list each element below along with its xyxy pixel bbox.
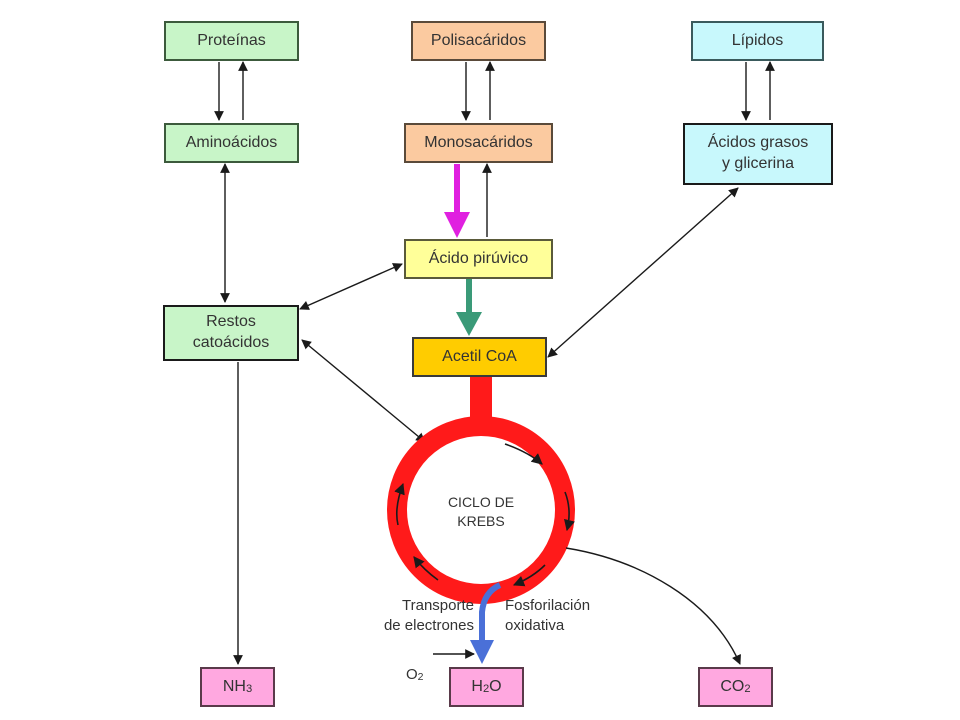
magenta-arrow (444, 164, 470, 238)
o2-label: O2 (406, 666, 424, 684)
box-restos-label: Restos catoácidos (192, 313, 270, 351)
box-acidos-grasos-label: Ácidos grasos y glicerina (707, 134, 809, 172)
box-acido-piruvico-label: Ácido pirúvico (428, 249, 529, 267)
box-lipidos-label: Lípidos (731, 31, 784, 49)
blue-arrow (470, 582, 502, 664)
teal-arrow (456, 279, 482, 336)
arrow-acidos-grasos-acetil (547, 187, 739, 358)
cycle-arrow-top (504, 443, 543, 465)
arrow-restos-piruvico (299, 263, 403, 310)
box-nh3: NH3 (200, 667, 275, 707)
box-aminoacidos: Aminoácidos (164, 123, 299, 163)
box-monosacaridos: Monosacáridos (404, 123, 553, 163)
arrow-cycle-to-co2 (565, 547, 741, 665)
cycle-arrow-right (564, 491, 575, 532)
box-acido-piruvico: Ácido pirúvico (404, 239, 553, 279)
box-acidos-grasos: Ácidos grasos y glicerina (683, 123, 833, 185)
cycle-arrow-bottom-right (512, 564, 546, 587)
box-aminoacidos-label: Aminoácidos (185, 133, 278, 151)
box-polisacaridos: Polisacáridos (411, 21, 546, 61)
box-h2o: H2O (449, 667, 524, 707)
box-acetil-coa: Acetil CoA (412, 337, 547, 377)
box-polisacaridos-label: Polisacáridos (430, 31, 527, 49)
box-restos: Restos catoácidos (163, 305, 299, 361)
box-co2-label: CO2 (720, 677, 751, 695)
box-h2o-label: H2O (471, 677, 502, 695)
krebs-cycle-label: CICLO DE KREBS (447, 494, 515, 529)
arrow-restos-cycle (301, 339, 426, 443)
box-proteinas-label: Proteínas (197, 31, 266, 49)
box-proteinas: Proteínas (164, 21, 299, 61)
fosforilacion-label: Fosforilación oxidativa (505, 597, 591, 635)
box-acetil-coa-label: Acetil CoA (442, 347, 517, 365)
cycle-arrow-bottom-left (413, 556, 439, 581)
box-monosacaridos-label: Monosacáridos (424, 133, 533, 151)
transporte-label: Transporte de electrones (383, 597, 474, 635)
cycle-arrow-left (394, 482, 405, 526)
box-co2: CO2 (698, 667, 773, 707)
box-lipidos: Lípidos (691, 21, 824, 61)
box-nh3-label: NH3 (222, 677, 253, 695)
